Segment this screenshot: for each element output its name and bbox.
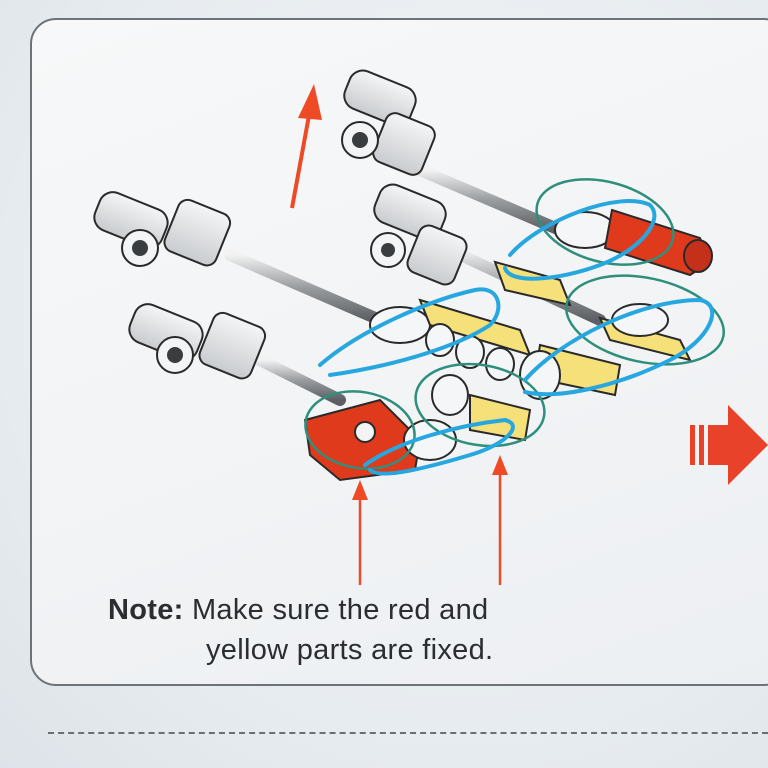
dashed-divider bbox=[48, 732, 768, 734]
blue-highlight-marks bbox=[318, 199, 715, 476]
rear-assembly bbox=[341, 69, 713, 277]
pointer-arrow-icon bbox=[352, 480, 368, 585]
middle-assembly bbox=[370, 183, 692, 362]
up-arrow-icon bbox=[290, 84, 322, 209]
next-step-arrow-icon bbox=[690, 405, 768, 485]
note-text: Note: Make sure the red and yellow parts… bbox=[108, 590, 493, 670]
note-line-1: Make sure the red and bbox=[191, 594, 489, 626]
pointer-arrow-icon bbox=[492, 455, 508, 585]
note-label: Note: bbox=[108, 594, 184, 626]
left-assembly bbox=[93, 191, 532, 381]
note-line-2: yellow parts are fixed. bbox=[206, 634, 494, 666]
